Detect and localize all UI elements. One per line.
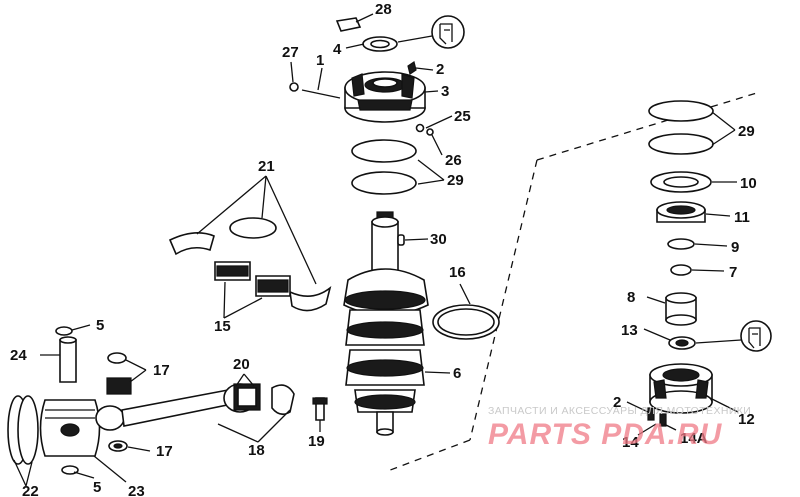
part-10-gasket — [650, 171, 712, 193]
label-5-bottom: 5 — [93, 479, 101, 496]
part-28-clip — [335, 17, 362, 32]
part-25-26-washers — [415, 123, 434, 136]
watermark-brand: PARTS PDA.RU — [488, 418, 723, 451]
part-6-crankshaft — [343, 211, 429, 436]
part-3-upper-bearing-housing — [344, 71, 426, 123]
label-11: 11 — [734, 209, 750, 226]
part-2-14-screws-bottom — [647, 407, 667, 427]
label-2-top: 2 — [436, 61, 444, 78]
part-labels: 28 4 27 1 2 3 25 26 29 30 16 6 21 15 5 2… — [10, 1, 757, 497]
label-27: 27 — [282, 44, 299, 61]
part-14-needle-bearing — [106, 377, 132, 395]
dashed-assembly-outline — [384, 91, 761, 473]
part-12-lower-bearing-housing — [649, 363, 713, 414]
part-23-piston — [39, 399, 101, 457]
label-18: 18 — [248, 442, 265, 459]
label-10: 10 — [740, 175, 757, 192]
label-29-left: 29 — [447, 172, 464, 189]
part-27-bolt — [289, 82, 299, 92]
label-19: 19 — [308, 433, 325, 450]
part-2-screw-top — [407, 61, 417, 75]
label-14: 14 — [622, 434, 639, 451]
label-20: 20 — [233, 356, 250, 373]
label-12: 12 — [738, 411, 755, 428]
part-1-pin — [301, 89, 341, 99]
label-29-right: 29 — [738, 123, 755, 140]
sealant-tube-icon — [748, 327, 761, 349]
label-26: 26 — [445, 152, 462, 169]
label-22: 22 — [22, 483, 39, 497]
part-17-washers — [107, 352, 128, 452]
part-20-roller-cage — [233, 383, 261, 411]
label-28: 28 — [375, 1, 392, 18]
part-29-orings-left — [351, 139, 417, 195]
label-13: 13 — [621, 322, 638, 339]
part-15-roller-bearings — [214, 261, 291, 297]
sealant-icon-top — [431, 15, 465, 49]
part-13-seal — [668, 336, 696, 350]
part-21-bearing-halves — [168, 217, 332, 312]
label-1: 1 — [316, 52, 324, 69]
label-8: 8 — [627, 289, 635, 306]
label-21: 21 — [258, 158, 275, 175]
label-6: 6 — [453, 365, 461, 382]
watermark-caption: ЗАПЧАСТИ И АКСЕССУАРЫ ДЛЯ МОТОТЕХНИКИ — [488, 405, 751, 417]
label-15: 15 — [214, 318, 231, 335]
part-4-seal — [362, 36, 398, 52]
sealant-tube-icon — [439, 23, 453, 45]
part-16-retaining-ring — [432, 304, 500, 340]
label-2-bottom: 2 — [613, 394, 621, 411]
part-8-bearing-sleeve — [665, 292, 697, 326]
label-7: 7 — [729, 264, 737, 281]
label-17-bottom: 17 — [156, 443, 173, 460]
leader-lines — [13, 13, 742, 487]
label-25: 25 — [454, 108, 471, 125]
part-30-key — [397, 234, 405, 246]
label-16: 16 — [449, 264, 466, 281]
label-14a: 14A — [680, 430, 708, 447]
label-17-top: 17 — [153, 362, 170, 379]
part-22-piston-rings — [7, 395, 39, 465]
part-11-seal — [656, 201, 706, 223]
label-9: 9 — [731, 239, 739, 256]
part-9-washer — [667, 238, 695, 250]
part-5-wrist-pin-retainer-top — [55, 326, 73, 336]
label-5-top: 5 — [96, 317, 104, 334]
watermark: ЗАПЧАСТИ И АКСЕССУАРЫ ДЛЯ МОТОТЕХНИКИ PA… — [488, 405, 751, 451]
label-4: 4 — [333, 41, 342, 58]
part-24-wrist-pin — [59, 336, 77, 383]
sealant-icon-right — [740, 320, 772, 352]
part-29-orings-right — [648, 100, 714, 155]
label-30: 30 — [430, 231, 447, 248]
label-23: 23 — [128, 483, 145, 497]
label-3: 3 — [441, 83, 449, 100]
label-24: 24 — [10, 347, 27, 364]
part-19-bolt — [312, 397, 328, 421]
part-7-snap-ring — [670, 264, 692, 276]
